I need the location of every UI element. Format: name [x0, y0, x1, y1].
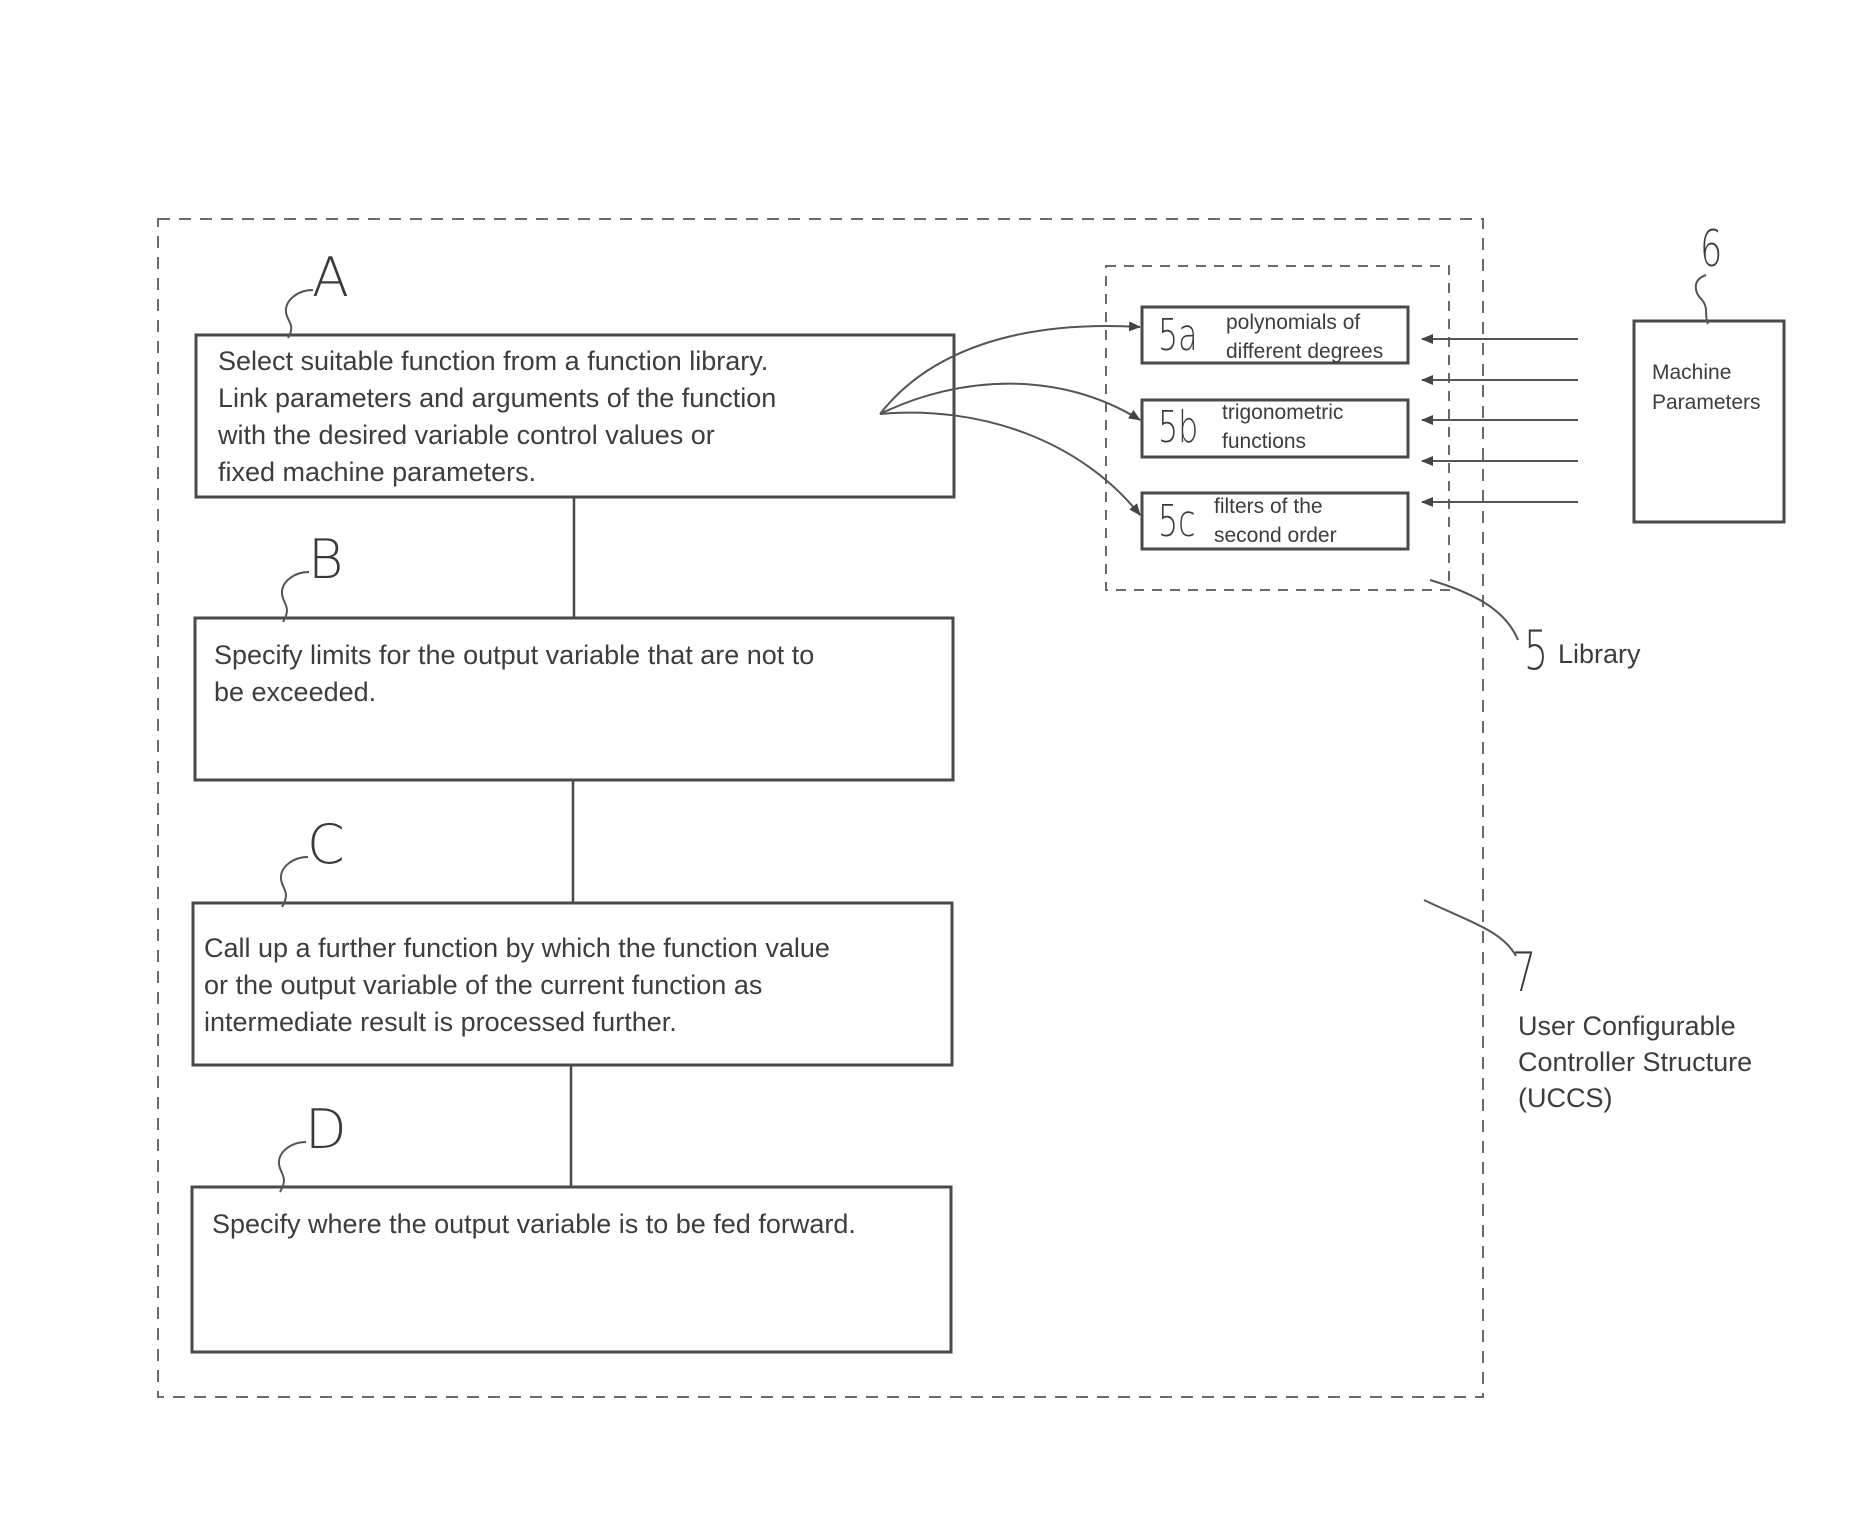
library-item-5a-ref: 5a — [1158, 314, 1198, 358]
step-a-line-4: fixed machine parameters. — [218, 454, 776, 491]
library-item-5b-text: trigonometric functions — [1222, 398, 1343, 456]
machine-line-2: Parameters — [1652, 388, 1761, 418]
uccs-label: User Configurable Controller Structure (… — [1518, 1008, 1752, 1116]
machine-parameters-text: Machine Parameters — [1652, 358, 1761, 418]
link-arrow-5b — [880, 384, 1140, 420]
library-item-5b-line-2: functions — [1222, 427, 1343, 456]
library-item-5b-line-1: trigonometric — [1222, 398, 1343, 427]
leader-7 — [1424, 900, 1516, 956]
library-item-5c-text: filters of the second order — [1214, 492, 1337, 550]
library-item-5a-text: polynomials of different degrees — [1226, 308, 1383, 366]
link-arrow-5c — [880, 413, 1140, 515]
step-c-line-2: or the output variable of the current fu… — [204, 967, 830, 1004]
step-a-line-3: with the desired variable control values… — [218, 417, 776, 454]
step-d-text: Specify where the output variable is to … — [212, 1206, 856, 1243]
leader-a — [286, 290, 313, 338]
machine-ref: 6 — [1700, 224, 1722, 274]
step-d-label: D — [305, 1103, 347, 1157]
step-b-line-2: be exceeded. — [214, 674, 814, 711]
library-ref: 5 — [1524, 624, 1548, 678]
step-d-line-1: Specify where the output variable is to … — [212, 1206, 856, 1243]
step-c-text: Call up a further function by which the … — [204, 930, 830, 1041]
machine-parameters-box — [1634, 321, 1784, 522]
library-item-5a-line-2: different degrees — [1226, 337, 1383, 366]
leader-d — [279, 1142, 306, 1192]
step-a-label: A — [312, 251, 349, 305]
library-item-5c-line-1: filters of the — [1214, 492, 1337, 521]
library-item-5b-ref: 5b — [1158, 406, 1198, 450]
step-a-line-1: Select suitable function from a function… — [218, 343, 776, 380]
step-a-text: Select suitable function from a function… — [218, 343, 776, 491]
library-item-5c-ref: 5c — [1158, 500, 1196, 544]
machine-line-1: Machine — [1652, 358, 1761, 388]
step-c-label: C — [307, 818, 345, 872]
step-c-line-1: Call up a further function by which the … — [204, 930, 830, 967]
step-b-line-1: Specify limits for the output variable t… — [214, 637, 814, 674]
step-b-text: Specify limits for the output variable t… — [214, 637, 814, 711]
uccs-ref: 7 — [1512, 946, 1536, 1000]
step-c-line-3: intermediate result is processed further… — [204, 1004, 830, 1041]
leader-c — [281, 857, 308, 907]
uccs-line-2: Controller Structure — [1518, 1044, 1752, 1080]
uccs-line-1: User Configurable — [1518, 1008, 1752, 1044]
library-item-5c-line-2: second order — [1214, 521, 1337, 550]
uccs-line-3: (UCCS) — [1518, 1080, 1752, 1116]
library-label: Library — [1558, 636, 1641, 672]
library-item-5a-line-1: polynomials of — [1226, 308, 1383, 337]
step-b-label: B — [308, 533, 343, 587]
leader-b — [282, 572, 309, 622]
step-a-line-2: Link parameters and arguments of the fun… — [218, 380, 776, 417]
leader-6 — [1696, 275, 1708, 324]
